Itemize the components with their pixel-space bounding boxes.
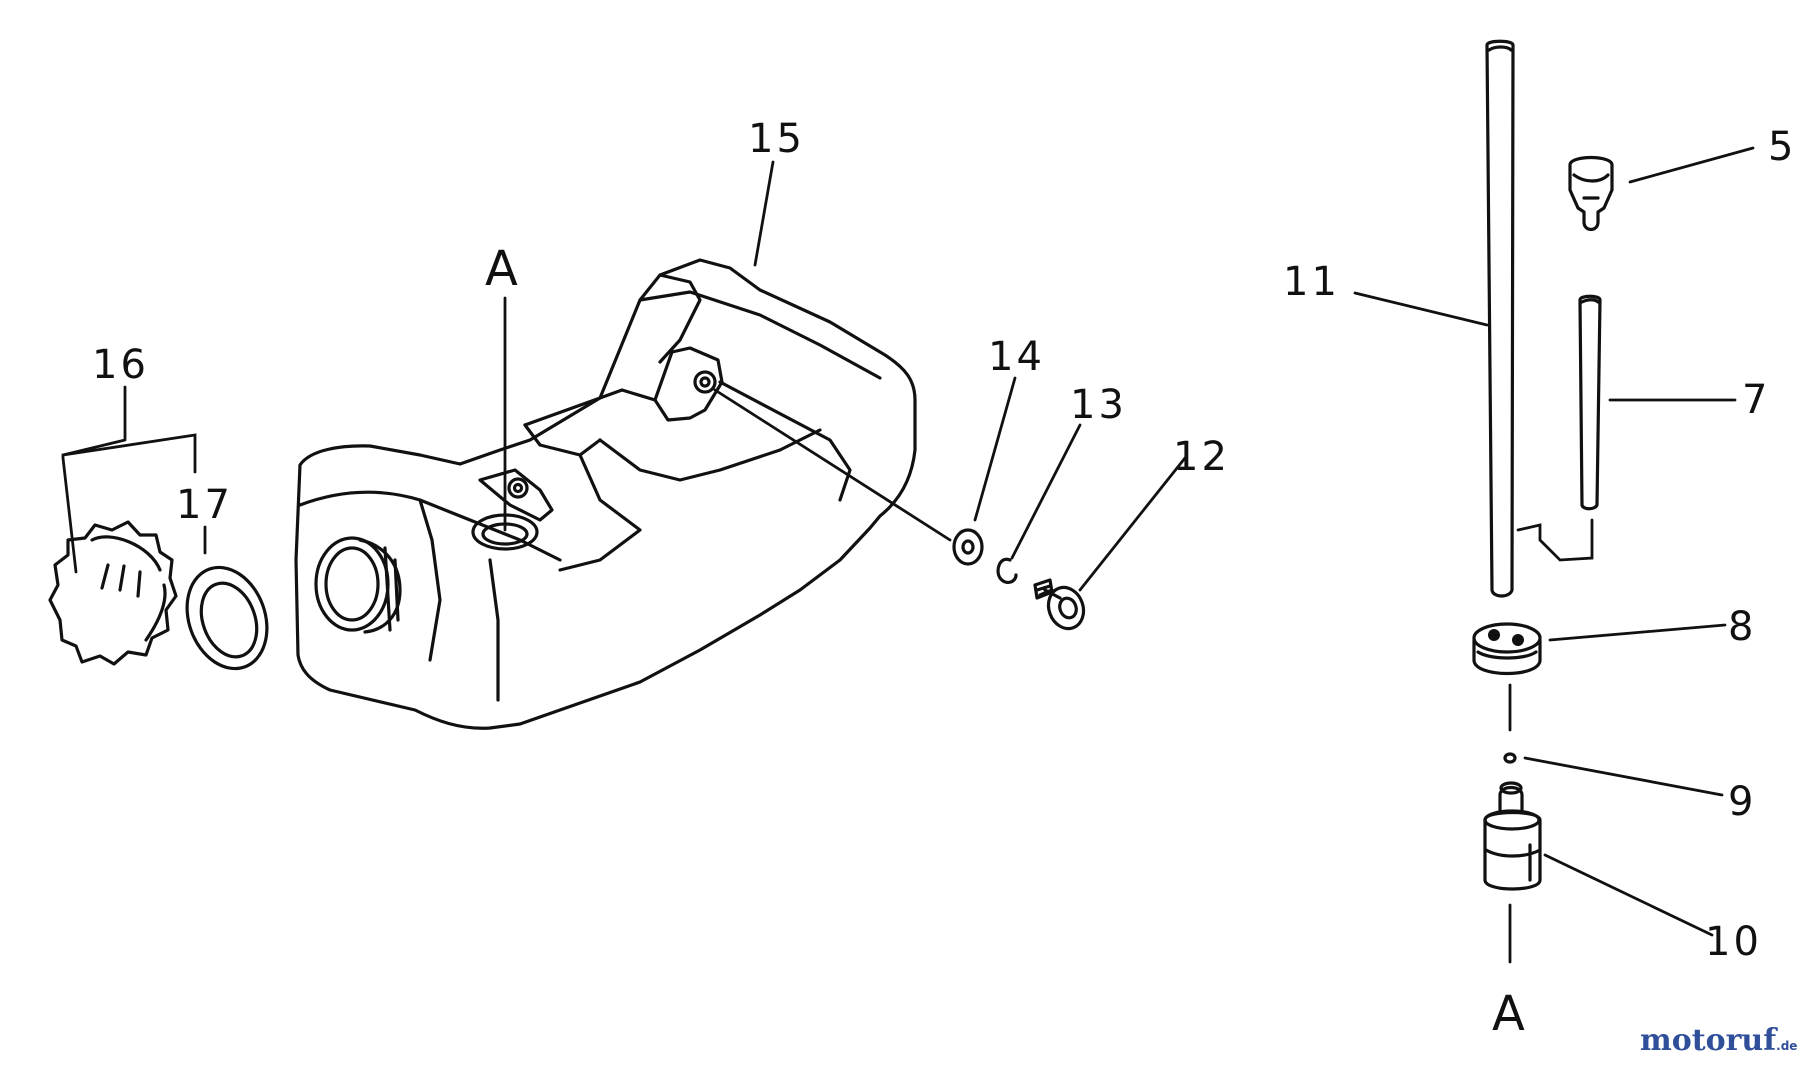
- callout-9: 9: [1728, 779, 1756, 825]
- vent-valve: [1568, 155, 1614, 232]
- callout-8: 8: [1728, 604, 1756, 650]
- return-hose: [1516, 294, 1602, 562]
- lock-washer: [996, 557, 1018, 585]
- tank-grommet: [1472, 622, 1542, 675]
- fuel-hose: [1485, 39, 1515, 598]
- callout-10: 10: [1705, 919, 1762, 965]
- screw: [1033, 578, 1086, 631]
- callout-15: 15: [748, 116, 805, 162]
- fuel-cap: [48, 520, 178, 666]
- callout-bracket-16-17: [61, 385, 207, 574]
- fuel-tank: [294, 258, 917, 730]
- callout-13: 13: [1070, 382, 1127, 428]
- watermark-logo: motoruf.de: [1640, 1023, 1797, 1058]
- flat-washer: [952, 528, 984, 566]
- callout-17: 17: [176, 482, 233, 528]
- connector-mark-a-top: A: [485, 241, 518, 297]
- callout-12: 12: [1173, 434, 1230, 480]
- check-ball: [1503, 752, 1517, 764]
- fuel-filter: [1483, 781, 1542, 891]
- leader-lines: [753, 146, 1755, 937]
- connector-mark-a-bottom: A: [1492, 986, 1525, 1042]
- callout-14: 14: [988, 334, 1045, 380]
- watermark-brand: motoruf: [1640, 1023, 1778, 1058]
- callout-7: 7: [1742, 377, 1770, 423]
- svg-text:motoruf.de: motoruf.de: [1640, 1023, 1797, 1058]
- callout-5: 5: [1768, 124, 1796, 170]
- cap-gasket: [185, 565, 269, 671]
- watermark-suffix: .de: [1776, 1039, 1797, 1053]
- callout-11: 11: [1283, 259, 1340, 305]
- callout-16: 16: [92, 342, 149, 388]
